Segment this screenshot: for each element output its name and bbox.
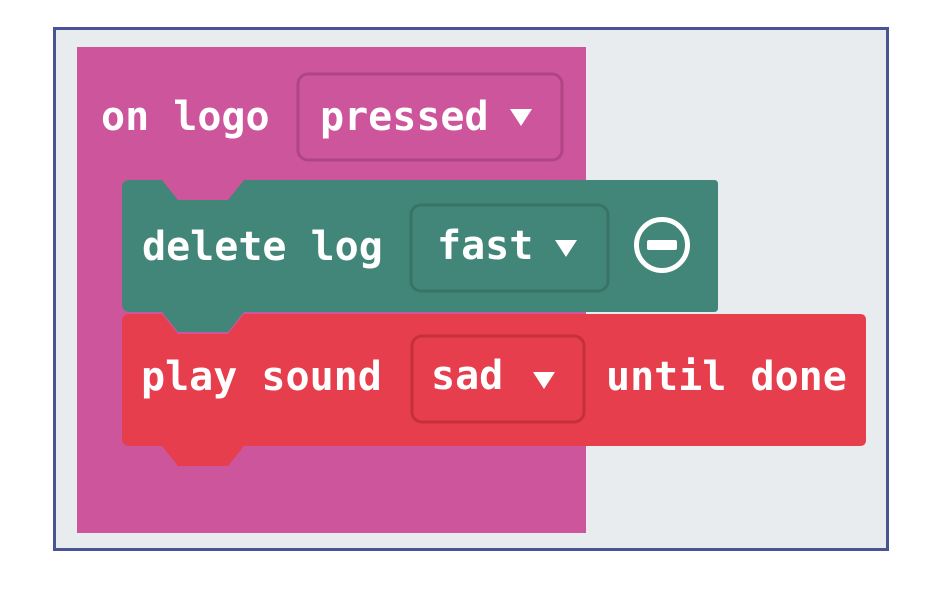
chevron-down-icon: [555, 240, 577, 257]
sad-dropdown-bg[interactable]: [410, 334, 586, 424]
pressed-dropdown-value: pressed: [320, 94, 489, 140]
pressed-dropdown-bg[interactable]: [296, 72, 564, 162]
chevron-down-icon: [533, 372, 555, 389]
until-done-label: until done: [606, 354, 847, 400]
fast-dropdown-bg[interactable]: [409, 203, 610, 293]
minus-bar: [647, 240, 677, 250]
fast-dropdown-value: fast: [437, 223, 534, 269]
sad-dropdown[interactable]: sad: [412, 336, 584, 422]
fast-dropdown[interactable]: fast: [411, 205, 608, 291]
chevron-down-icon: [510, 109, 532, 126]
minus-circle-icon[interactable]: [634, 217, 690, 273]
on-logo-label: on logo: [101, 94, 270, 140]
sad-dropdown-value: sad: [431, 353, 504, 399]
delete-log-label: delete log: [142, 224, 383, 270]
pressed-dropdown[interactable]: pressed: [298, 74, 562, 160]
play-sound-label: play sound: [141, 354, 382, 400]
